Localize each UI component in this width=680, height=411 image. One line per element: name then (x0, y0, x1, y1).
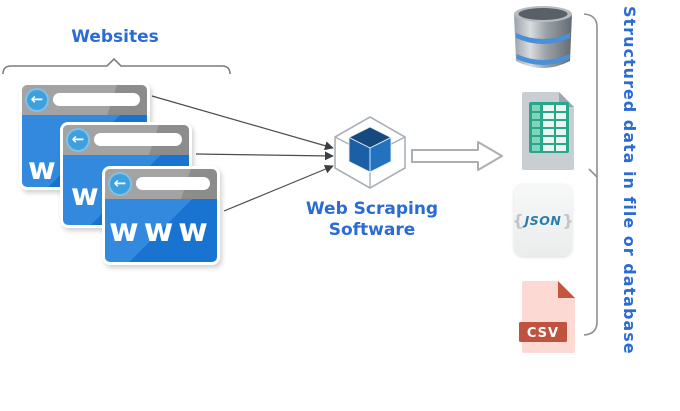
software-label: Web Scraping Software (300, 199, 444, 241)
json-file-icon: { JSON } (512, 184, 574, 256)
csv-banner (519, 322, 567, 342)
db-top-inner (518, 8, 568, 20)
json-label: JSON (524, 212, 562, 228)
back-arrow-icon: ← (25, 88, 49, 112)
cube-icon (334, 116, 406, 189)
browser-body: www (105, 199, 217, 262)
csv-fold (558, 281, 575, 298)
browser-titlebar: ← (63, 125, 189, 155)
db-band-2 (516, 54, 570, 65)
output-label: Structured data in file or database (620, 6, 639, 355)
files-bracket-tick (588, 168, 598, 178)
websites-label: Websites (71, 27, 159, 47)
sheet-cells (532, 105, 566, 151)
www-text: www (109, 211, 213, 249)
connector-arrow-2 (195, 151, 334, 161)
address-bar (136, 177, 210, 190)
browser-titlebar: ← (22, 85, 147, 115)
browser-titlebar: ← (105, 169, 217, 199)
right-arrow-icon (411, 141, 503, 171)
back-arrow-icon: ← (108, 172, 132, 196)
address-bar (94, 133, 182, 146)
json-close-brace: } (562, 210, 574, 230)
browser-window-3: ← www (102, 166, 220, 265)
software-label-line1: Web Scraping (305, 199, 439, 219)
csv-file-icon: CSV (519, 281, 575, 353)
json-open-brace: { (512, 210, 524, 230)
csv-label: CSV (527, 326, 559, 341)
back-arrow-icon: ← (66, 128, 90, 152)
websites-brace (2, 57, 231, 75)
spreadsheet-icon (522, 92, 574, 170)
address-bar (53, 93, 140, 106)
files-bracket (583, 13, 598, 336)
db-band-1 (516, 33, 570, 44)
inner-cube (347, 126, 393, 173)
software-label-line2: Software (328, 220, 416, 240)
database-icon (514, 6, 572, 68)
